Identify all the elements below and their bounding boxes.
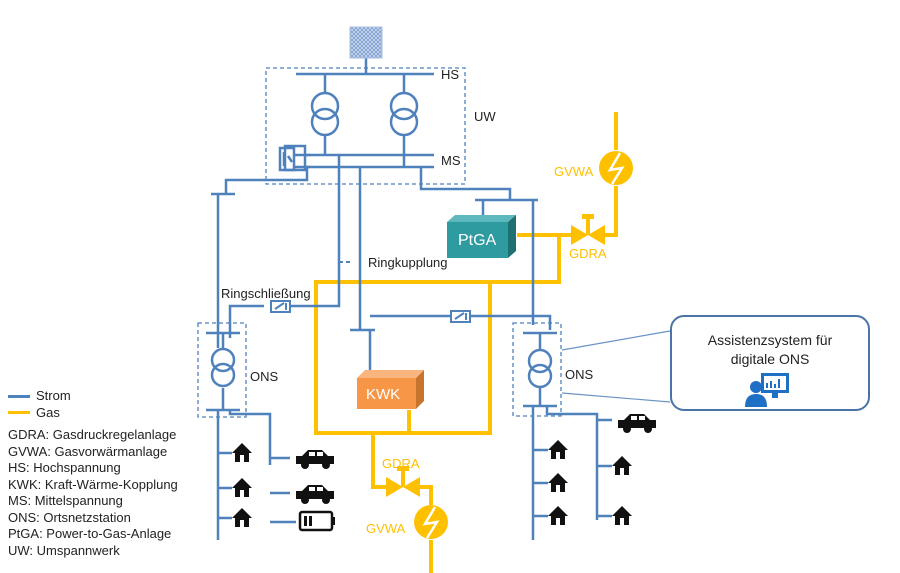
gas-swatch — [8, 411, 30, 415]
ons-ring-switch-icon — [450, 310, 471, 323]
gdra-top-label: GDRA — [569, 246, 607, 261]
abbr-item: HS: Hochspannung — [8, 460, 121, 475]
ons-right-transformer-icon — [527, 348, 553, 389]
gdra-bottom-valve-icon — [386, 466, 420, 497]
gvwa-bottom-label: GVWA — [366, 521, 406, 536]
external-grid-icon — [349, 26, 383, 59]
house-icon — [548, 440, 568, 459]
house-icon — [232, 478, 252, 497]
legend-item-strom: Strom — [8, 388, 178, 405]
house-icon — [612, 456, 632, 475]
kwk-label: KWK — [366, 386, 400, 403]
abbr-item: GDRA: Gasdruckregelanlage — [8, 427, 177, 442]
callout-lines — [561, 330, 671, 403]
battery-icon — [298, 510, 335, 532]
ringkupplung-label: Ringkupplung — [368, 255, 448, 270]
abbr-item: MS: Mittelspannung — [8, 493, 123, 508]
ons-left-label: ONS — [250, 369, 279, 384]
ptga-unit — [447, 215, 516, 258]
uw-boundary — [265, 67, 466, 185]
abbr-item: GVWA: Gasvorwärmanlage — [8, 443, 168, 459]
uw-transformer-2-icon — [389, 91, 419, 137]
assist-line1: Assistenzsystem für — [707, 332, 833, 348]
gvwa-bottom-icon — [414, 505, 448, 539]
ev-car-icon — [618, 414, 656, 433]
assist-line2: digitale ONS — [730, 351, 810, 367]
gvwa-top-label: GVWA — [554, 164, 594, 179]
ons-right-boundary — [512, 322, 562, 417]
house-icon — [548, 506, 568, 525]
ringschliessung-label: Ringschließung — [221, 286, 311, 301]
ons-left-boundary — [197, 322, 247, 418]
kwk-unit — [357, 370, 424, 409]
gdra-top-valve-icon — [571, 214, 605, 245]
legend: Strom Gas GDRA: Gasdruckregelanlage GVWA… — [8, 388, 178, 559]
abbr-item: UW: Umspannwerk — [8, 542, 120, 558]
legend-item-gas: Gas — [8, 405, 178, 422]
abbr-item: ONS: Ortsnetzstation — [8, 509, 131, 525]
abbr-item: PtGA: Power-to-Gas-Anlage — [8, 526, 172, 541]
ons-right-label: ONS — [565, 367, 594, 382]
house-icon — [612, 506, 632, 525]
gas-network — [314, 112, 618, 573]
ptga-label: PtGA — [458, 232, 497, 249]
ringschliessung-switch-icon — [270, 300, 291, 313]
user-monitor-chart-icon — [745, 373, 789, 407]
hs-label: HS — [441, 67, 459, 82]
abbr-item: KWK: Kraft-Wärme-Kopplung — [8, 476, 178, 492]
gdra-bottom-label: GDRA — [382, 456, 420, 471]
ev-car-icon — [296, 450, 334, 469]
house-icon — [548, 473, 568, 492]
gvwa-top-icon — [599, 151, 633, 185]
uw-transformer-1-icon — [310, 91, 340, 137]
assistenzsystem-callout: Assistenzsystem für digitale ONS — [670, 315, 870, 411]
ons-left-transformer-icon — [210, 347, 236, 388]
strom-swatch — [8, 394, 30, 398]
strom-network — [206, 58, 612, 540]
uw-label: UW — [474, 109, 496, 124]
ev-car-icon — [296, 485, 334, 504]
house-icon — [232, 508, 252, 527]
ms-label: MS — [441, 153, 461, 168]
house-icon — [232, 443, 252, 462]
